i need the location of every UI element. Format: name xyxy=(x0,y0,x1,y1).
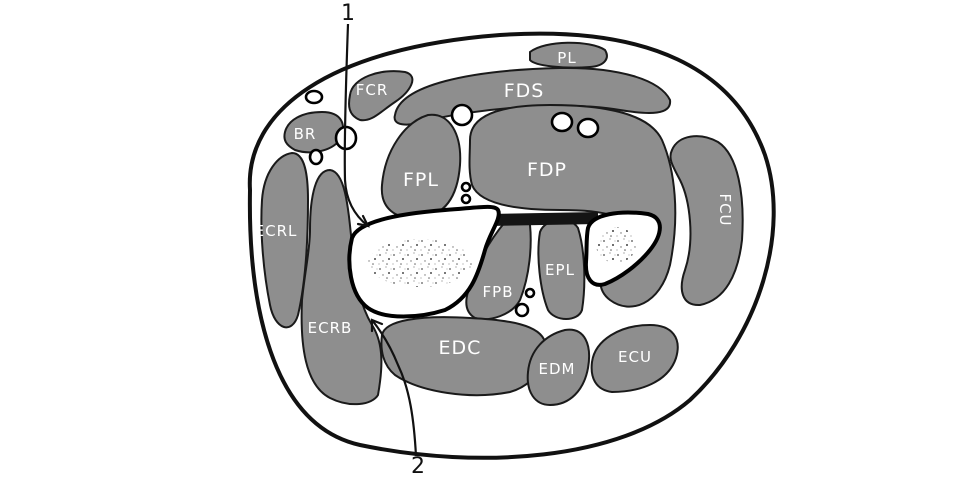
vessel-anterior-interosseous-2 xyxy=(460,193,472,205)
label-ecrl: ECRL xyxy=(255,222,298,240)
label-fdp: FDP xyxy=(527,159,567,181)
label-fpb: FPB xyxy=(483,283,514,301)
callout-2-arrowhead xyxy=(370,318,384,333)
muscle-fpb xyxy=(465,214,532,320)
label-edm: EDM xyxy=(539,360,576,378)
label-pl: PL xyxy=(557,49,576,67)
vessel-posterior-interosseous-2 xyxy=(514,302,530,318)
label-fpl: FPL xyxy=(403,169,439,191)
callout-1-arrowhead xyxy=(356,214,370,228)
muscle-fcu xyxy=(669,135,744,307)
vessel-posterior-interosseous-1 xyxy=(524,287,536,299)
ulna-marrow xyxy=(596,227,636,263)
muscle-ecu xyxy=(590,323,679,394)
vessel-radial-nerve xyxy=(308,148,324,166)
interosseous-membrane xyxy=(488,212,598,226)
callout-1-number: 1 xyxy=(341,1,355,26)
vessel-median xyxy=(450,103,474,127)
label-fcu: FCU xyxy=(716,193,734,226)
muscle-edm xyxy=(526,328,590,407)
vessel-ulnar-artery xyxy=(550,111,574,133)
label-ecu: ECU xyxy=(618,348,652,366)
label-fcr: FCR xyxy=(356,81,389,99)
label-epl: EPL xyxy=(545,261,575,279)
vessel-anterior-interosseous-1 xyxy=(460,181,472,193)
radius-marrow xyxy=(368,239,472,287)
callout-1-leader xyxy=(343,23,369,227)
muscle-ecrb xyxy=(300,168,383,406)
label-br: BR xyxy=(294,125,317,143)
vessel-ulnar-nerve xyxy=(576,117,600,139)
label-fds: FDS xyxy=(504,80,545,102)
muscle-fcr xyxy=(348,70,414,122)
muscle-pl xyxy=(529,41,608,69)
label-ecrb: ECRB xyxy=(308,319,353,337)
callout-2-number: 2 xyxy=(411,454,425,479)
vessel-upper-left xyxy=(304,89,324,105)
label-edc: EDC xyxy=(439,337,482,359)
callout-2-leader xyxy=(371,319,418,457)
